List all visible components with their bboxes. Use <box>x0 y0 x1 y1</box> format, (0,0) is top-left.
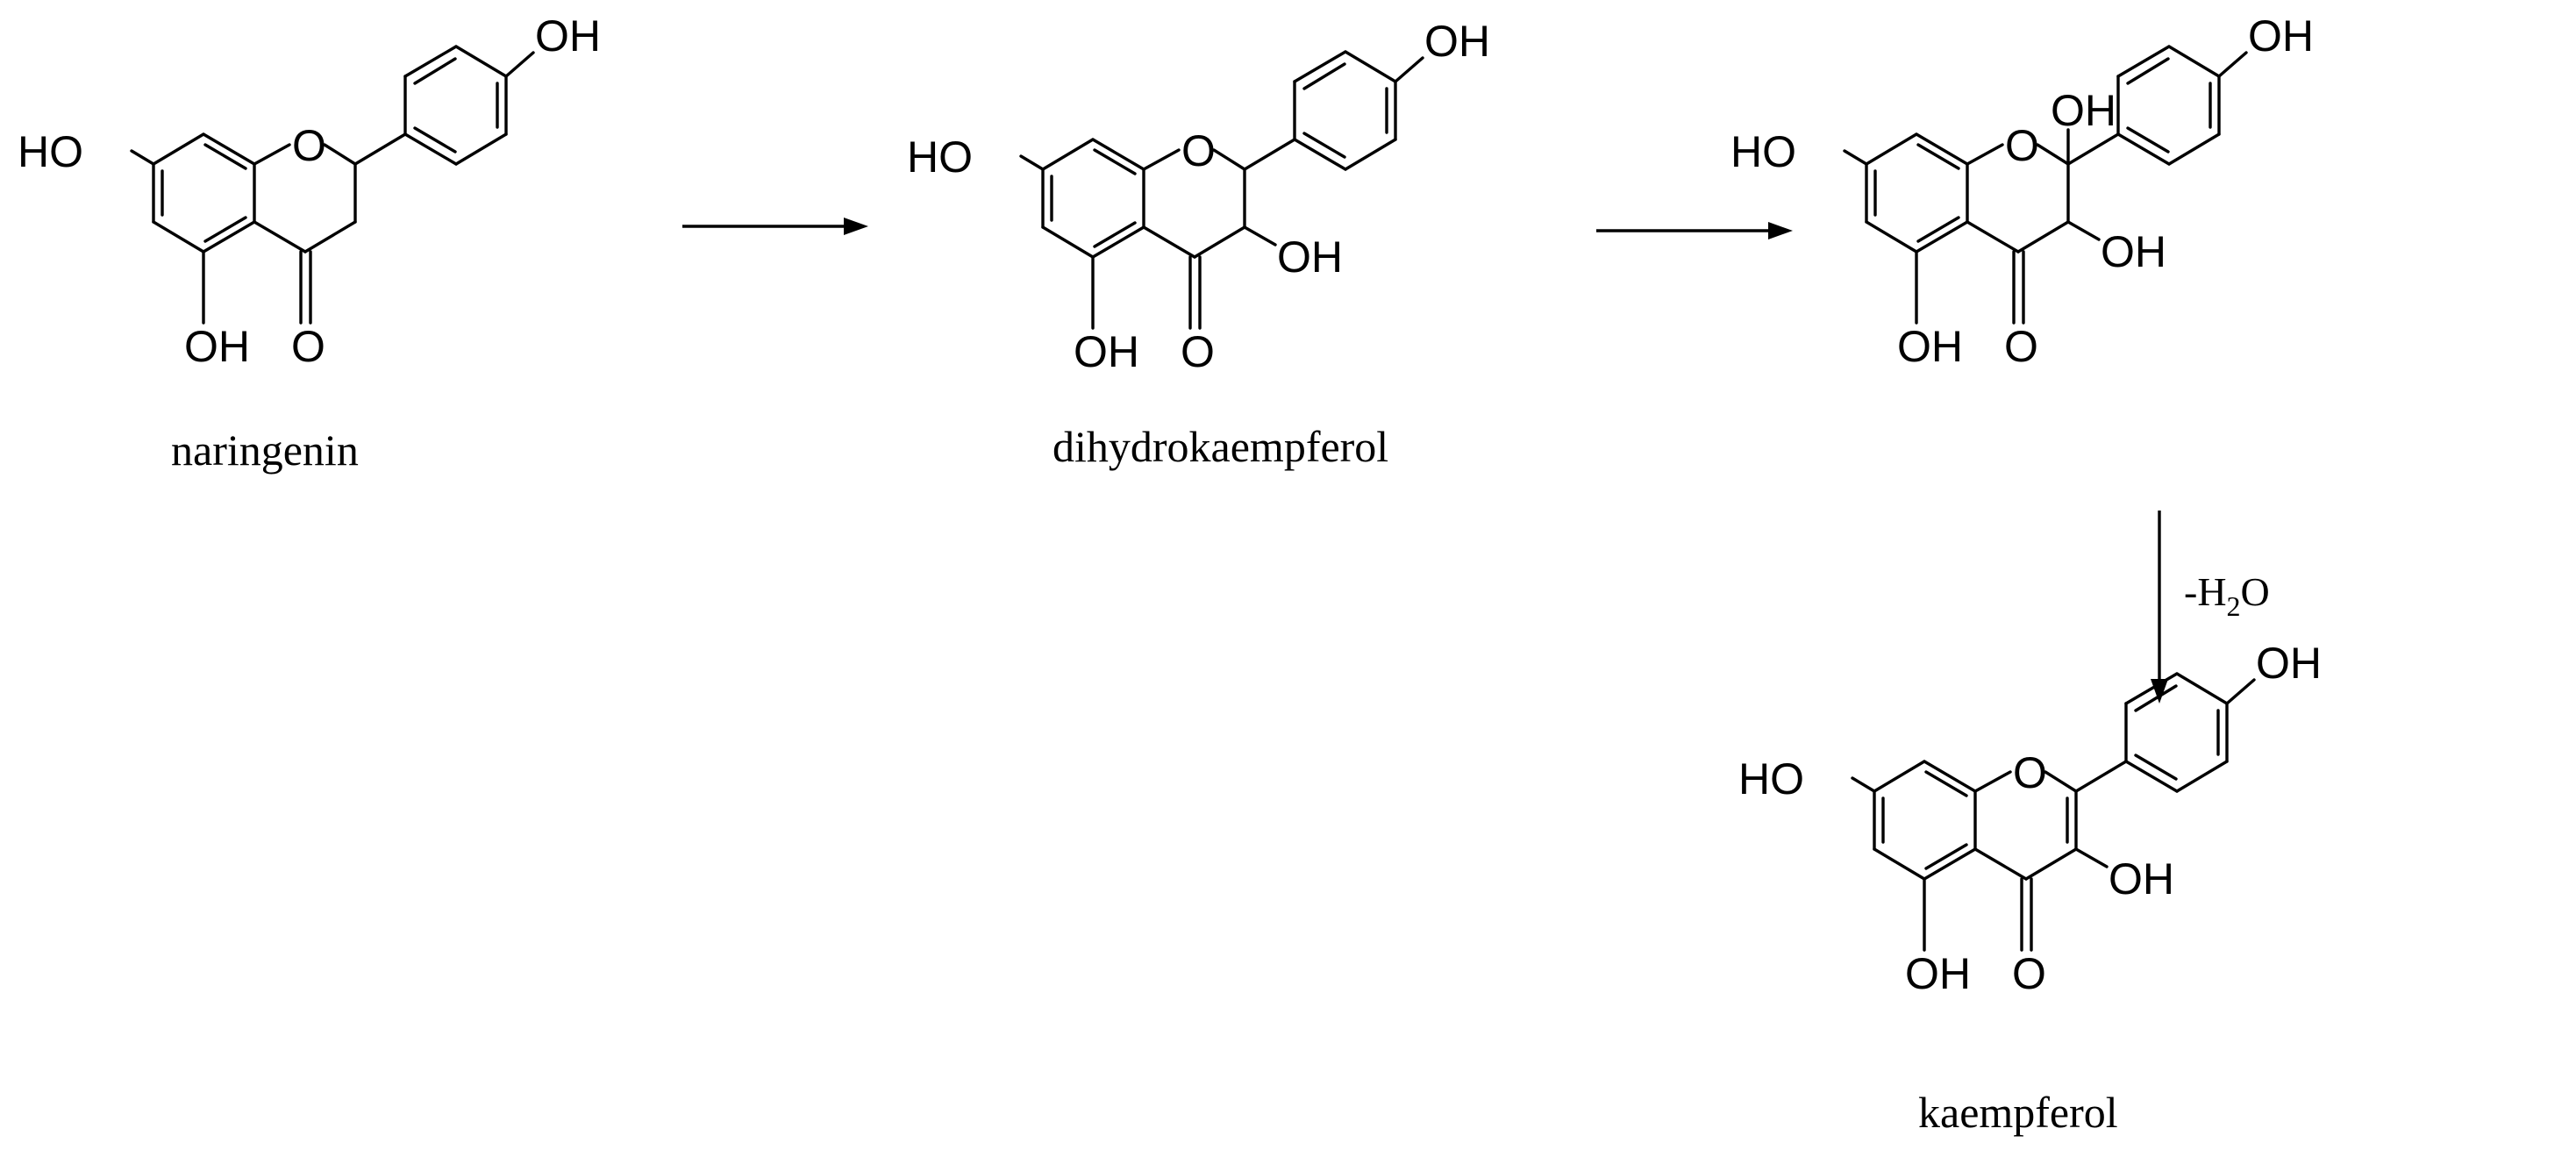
dihydrokaempferol-bonds <box>1019 50 1424 330</box>
intermediate-bonds <box>1843 45 2248 325</box>
kaempferol-name: kaempferol <box>1918 1088 2118 1137</box>
naringenin-oh5-label: OH <box>184 322 250 371</box>
step3-label-suffix: O <box>2241 569 2270 614</box>
dihydrokaempferol-o1-label: O <box>1181 126 1216 175</box>
arrow-step1 <box>682 218 868 235</box>
kaempferol-bonds <box>1851 672 2256 952</box>
dihydrokaempferol-oh3-label: OH <box>1277 232 1343 282</box>
kaempferol-o4-label: O <box>2012 949 2046 998</box>
intermediate-oh2-label: OH <box>2051 86 2116 135</box>
kaempferol-oh5-label: OH <box>1905 949 1971 998</box>
naringenin-oh4p-label: OH <box>535 11 601 61</box>
kaempferol-o1-label: O <box>2013 748 2047 797</box>
step3-label-subscript: 2 <box>2227 590 2241 622</box>
dihydrokaempferol-oh5-label: OH <box>1074 327 1139 376</box>
intermediate-structure: HO O OH OH OH OH O <box>1730 11 2314 371</box>
dihydrokaempferol-o4-label: O <box>1181 327 1215 376</box>
intermediate-o1-label: O <box>2005 121 2039 170</box>
dihydrokaempferol-name: dihydrokaempferol <box>1053 422 1388 471</box>
arrow-step3 <box>2151 511 2168 704</box>
naringenin-o4-label: O <box>291 322 325 371</box>
kaempferol-structure: HO O OH OH OH O kaempferol <box>1738 639 2322 1137</box>
naringenin-o1-label: O <box>292 121 326 170</box>
arrow-step3-label: -H2O <box>2184 569 2270 622</box>
naringenin-bonds <box>130 45 535 325</box>
kaempferol-ho7-label: HO <box>1738 754 1804 804</box>
intermediate-ho7-label: HO <box>1730 127 1796 176</box>
intermediate-o4-label: O <box>2004 322 2038 371</box>
arrow-step2 <box>1596 222 1793 239</box>
kaempferol-oh3-label: OH <box>2109 854 2174 904</box>
dihydrokaempferol-oh4p-label: OH <box>1424 17 1490 66</box>
naringenin-ho7-label: HO <box>18 127 83 176</box>
dihydrokaempferol-structure: HO O OH OH OH O dihydrokaempferol <box>907 17 1490 471</box>
naringenin-structure: HO O OH OH O naringenin <box>18 11 601 475</box>
step3-label-prefix: -H <box>2184 569 2227 614</box>
intermediate-oh4p-label: OH <box>2248 11 2314 61</box>
intermediate-oh3-label: OH <box>2101 227 2166 276</box>
dihydrokaempferol-ho7-label: HO <box>907 132 973 182</box>
naringenin-name: naringenin <box>171 425 359 475</box>
kaempferol-oh4p-label: OH <box>2256 639 2322 688</box>
intermediate-oh5-label: OH <box>1897 322 1963 371</box>
